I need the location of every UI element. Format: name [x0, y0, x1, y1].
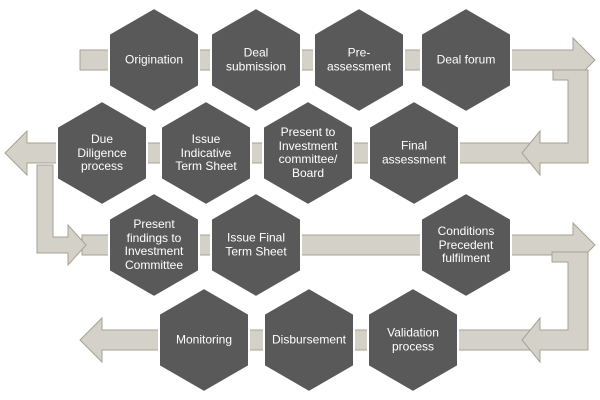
- hexagon-deal-forum: [420, 6, 512, 114]
- hexagon-issue-final-term-sheet: [210, 191, 302, 299]
- hexagon-origination: [108, 6, 200, 114]
- hexagon-issue-indicative-term-sheet: [160, 99, 252, 207]
- hexagon-present-to-investment-committee: [262, 99, 354, 207]
- hexagons-layer: [56, 6, 512, 394]
- hexagon-due-diligence: [56, 99, 148, 207]
- hexagon-deal-submission: [210, 6, 302, 114]
- hexagon-pre-assessment: [313, 6, 405, 114]
- hexagon-present-findings: [108, 191, 200, 299]
- hexagon-final-assessment: [368, 99, 460, 207]
- connector-arrow-2: [36, 164, 87, 267]
- hexagon-disbursement: [263, 286, 355, 394]
- hexagon-validation-process: [367, 286, 459, 394]
- connector-arrow-3: [521, 251, 589, 364]
- connector-arrow-1: [521, 69, 589, 177]
- hexagon-monitoring: [158, 286, 250, 394]
- hexagon-conditions-precedent: [420, 191, 512, 299]
